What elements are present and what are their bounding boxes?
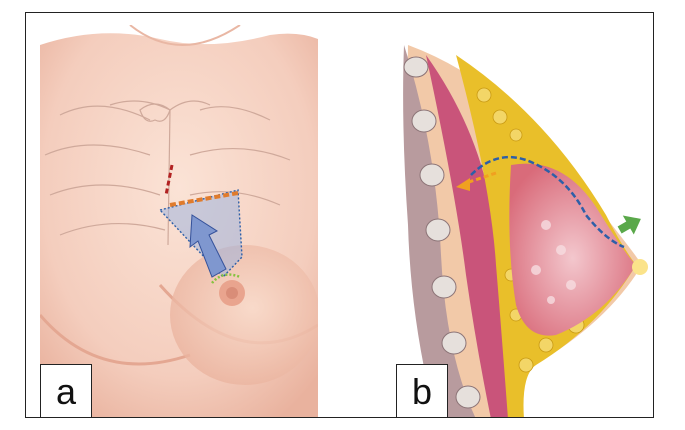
- nipple: [632, 259, 648, 275]
- breast-cross-section: [396, 25, 654, 418]
- panel-b: b: [396, 25, 654, 418]
- figure-frame: a: [25, 12, 654, 418]
- panel-label-a: a: [40, 364, 92, 418]
- panel-a: a: [40, 25, 318, 418]
- panel-label-b: b: [396, 364, 448, 418]
- chest-illustration: [40, 25, 318, 418]
